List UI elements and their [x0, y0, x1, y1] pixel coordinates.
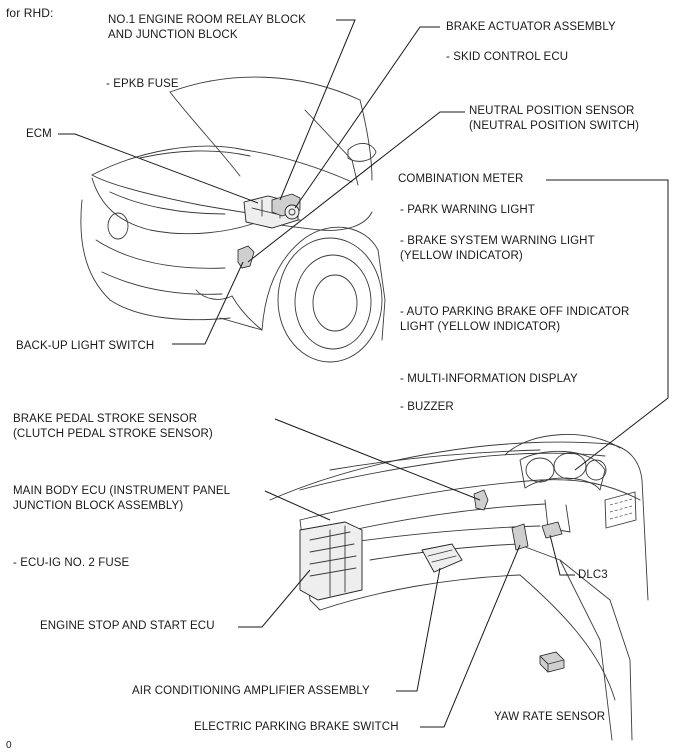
label-relay-block: NO.1 ENGINE ROOM RELAY BLOCK AND JUNCTIO… [108, 14, 306, 41]
label-main-body-ecu: MAIN BODY ECU (INSTRUMENT PANEL JUNCTION… [13, 485, 231, 512]
leader-lines [58, 19, 669, 728]
label-park-warning-light: - PARK WARNING LIGHT [400, 204, 535, 216]
parking-brake-switch-part [511, 523, 529, 551]
label-brake-pedal-stroke-sensor: BRAKE PEDAL STROKE SENSOR (CLUTCH PEDAL … [13, 413, 213, 440]
vehicle-front-illustration [80, 76, 386, 363]
main-body-ecu-part [299, 521, 363, 601]
label-epkb-fuse: - EPKB FUSE [106, 78, 179, 90]
label-engine-stop-start-ecu: ENGINE STOP AND START ECU [40, 620, 215, 632]
label-air-conditioning-amplifier: AIR CONDITIONING AMPLIFIER ASSEMBLY [132, 685, 370, 697]
label-ecu-ig-fuse: - ECU-IG NO. 2 FUSE [13, 557, 130, 569]
backup-light-switch-part [237, 245, 255, 269]
label-ecm: ECM [26, 128, 52, 140]
dashboard-illustration [269, 434, 649, 741]
yaw-rate-sensor-part [539, 651, 565, 673]
label-yaw-rate-sensor: YAW RATE SENSOR [494, 711, 606, 723]
label-electric-parking-brake-switch: ELECTRIC PARKING BRAKE SWITCH [194, 721, 399, 733]
label-multi-information-display: - MULTI-INFORMATION DISPLAY [400, 373, 578, 385]
label-buzzer: - BUZZER [400, 401, 454, 413]
label-neutral-position-sensor: NEUTRAL POSITION SENSOR (NEUTRAL POSITIO… [469, 105, 640, 132]
brake-actuator-part [284, 204, 300, 220]
label-brake-warning-light: - BRAKE SYSTEM WARNING LIGHT (YELLOW IND… [400, 235, 595, 262]
label-brake-actuator: BRAKE ACTUATOR ASSEMBLY [446, 21, 616, 33]
combination-meter-part [519, 450, 607, 491]
label-dlc3: DLC3 [578, 569, 608, 581]
label-skid-control-ecu: - SKID CONTROL ECU [446, 51, 569, 63]
figure-code: 0 [6, 740, 12, 751]
label-auto-parking-brake-off: - AUTO PARKING BRAKE OFF INDICATOR LIGHT… [400, 306, 630, 333]
label-combination-meter: COMBINATION METER [398, 173, 524, 185]
air-conditioning-amplifier-part [421, 543, 463, 573]
brake-pedal-sensor-part [473, 489, 489, 511]
diagram-title: for RHD: [6, 6, 54, 20]
label-backup-light-switch: BACK-UP LIGHT SWITCH [16, 340, 155, 352]
dlc3-part [541, 521, 563, 539]
